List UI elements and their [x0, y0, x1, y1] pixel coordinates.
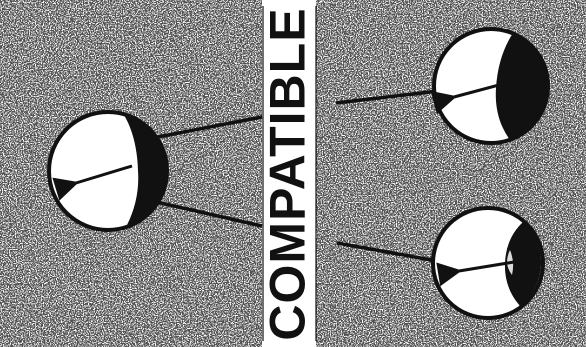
right-bottom-dial-icon [433, 208, 543, 318]
compatible-label-container: COMPATIBLE [262, 6, 314, 341]
left-dial-icon [49, 112, 167, 230]
compatible-label: COMPATIBLE [263, 7, 313, 340]
right-top-dial-icon [434, 29, 549, 143]
